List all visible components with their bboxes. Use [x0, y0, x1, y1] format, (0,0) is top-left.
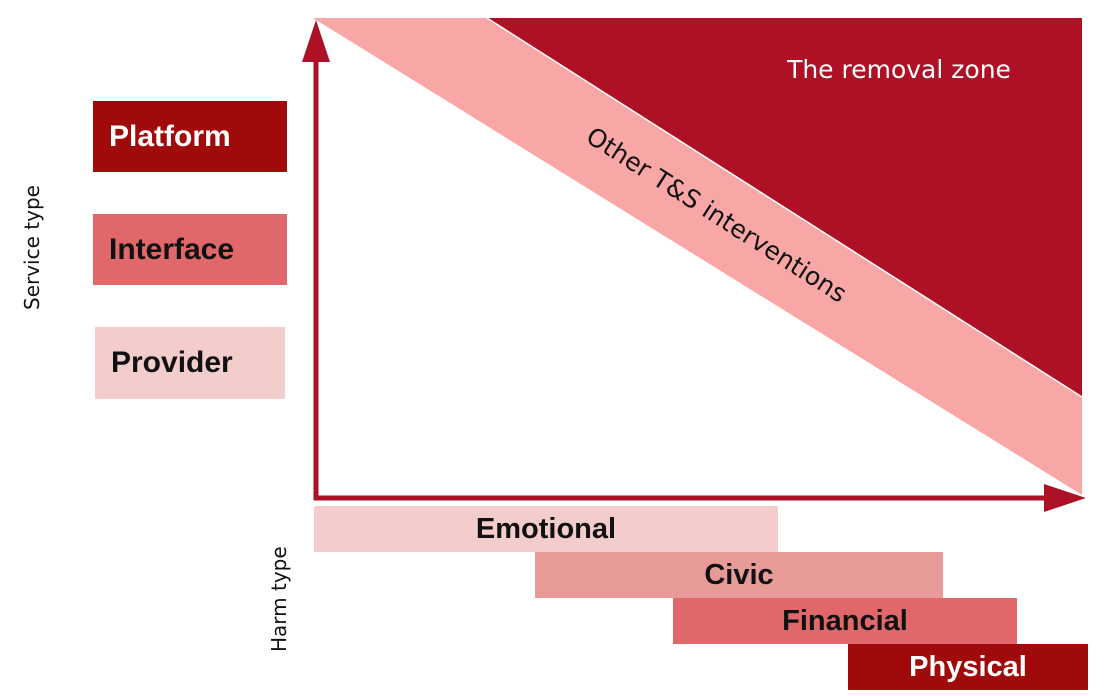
- interventions-band-area: [313, 18, 1082, 495]
- x-axis-arrowhead: [1044, 484, 1086, 512]
- harm-type-financial: Financial: [673, 598, 1017, 644]
- harm-type-physical: Physical: [848, 644, 1088, 690]
- harm-type-emotional: Emotional: [314, 506, 778, 552]
- y-axis-arrowhead: [302, 20, 330, 62]
- service-type-provider: Provider: [95, 327, 285, 399]
- service-type-platform: Platform: [93, 101, 287, 172]
- service-type-interface: Interface: [93, 214, 287, 285]
- harm-type-civic: Civic: [535, 552, 943, 598]
- removal-zone-label: The removal zone: [786, 55, 1011, 84]
- removal-zone-boundary: [486, 17, 1083, 398]
